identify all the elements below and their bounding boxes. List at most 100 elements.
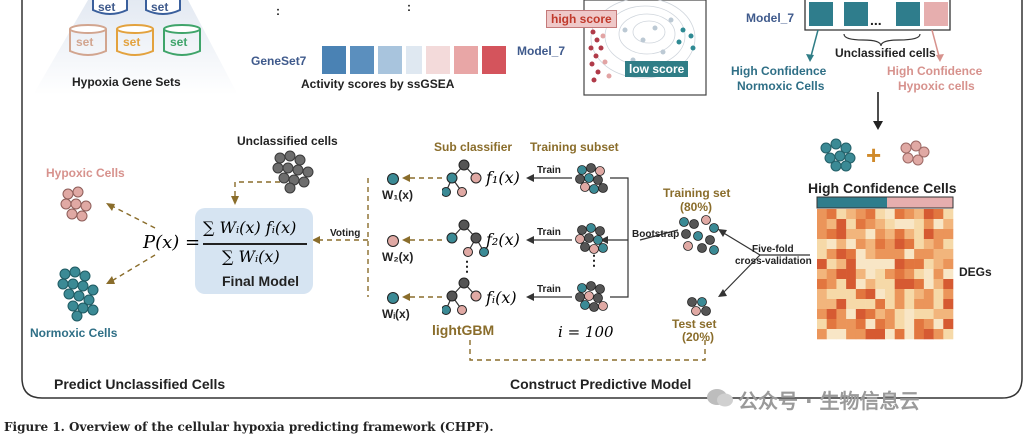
iterations-label: i = 100 bbox=[558, 323, 614, 341]
heatmap-cell bbox=[846, 309, 857, 320]
heatmap-cell bbox=[943, 289, 954, 300]
f2-label: f₂(x) bbox=[486, 230, 520, 249]
lightgbm-label: lightGBM bbox=[432, 322, 495, 338]
database-icon bbox=[69, 24, 107, 56]
heatmap-cell bbox=[817, 219, 828, 230]
heatmap-cell bbox=[865, 279, 876, 290]
training-set-cluster bbox=[679, 215, 719, 255]
heatmap-cell bbox=[885, 289, 896, 300]
formula-numerator: ∑ Wᵢ(x) fᵢ(x) bbox=[203, 218, 297, 237]
heatmap-cell bbox=[836, 269, 847, 280]
heatmap-cell bbox=[894, 259, 905, 270]
heatmap-cell bbox=[875, 299, 886, 310]
test-set-label-1: Test set bbox=[672, 317, 717, 331]
heatmap-cell bbox=[885, 299, 896, 310]
heatmap-cell bbox=[826, 319, 837, 330]
activity-score-cell bbox=[482, 46, 506, 74]
heatmap-cell bbox=[836, 329, 847, 340]
five-fold-label-2: cross-validation bbox=[735, 256, 812, 267]
heatmap-cell bbox=[875, 269, 886, 280]
heatmap-cell bbox=[836, 209, 847, 220]
training-subset-cluster-1 bbox=[575, 163, 608, 194]
heatmap-cell bbox=[817, 269, 828, 280]
voting-label: Voting bbox=[330, 228, 361, 239]
heatmap-cell bbox=[885, 309, 896, 320]
heatmap-cell bbox=[846, 219, 857, 230]
heatmap-cell bbox=[865, 269, 876, 280]
heatmap-cell bbox=[914, 289, 925, 300]
activity-score-cell bbox=[426, 46, 450, 74]
heatmap-cell bbox=[826, 219, 837, 230]
heatmap-cell bbox=[875, 259, 886, 270]
training-set-label-2: (80%) bbox=[680, 200, 713, 214]
train-label: Train bbox=[537, 227, 561, 238]
heatmap-cell bbox=[914, 279, 925, 290]
heatmap-cell bbox=[933, 289, 944, 300]
heatmap-cell bbox=[826, 259, 837, 270]
training-subset-label: Training subset bbox=[530, 140, 619, 154]
heatmap-cell bbox=[923, 309, 934, 320]
heatmap-cell bbox=[885, 239, 896, 250]
heatmap-cell bbox=[836, 229, 847, 240]
database-icon bbox=[163, 24, 201, 56]
heatmap-cell bbox=[855, 309, 866, 320]
heatmap-cell bbox=[875, 309, 886, 320]
formula-denominator: ∑ Wᵢ(x) bbox=[222, 247, 280, 266]
heatmap-cell bbox=[914, 259, 925, 270]
set-label: set bbox=[123, 35, 141, 49]
high-confidence-normoxic-line2: Normoxic Cells bbox=[737, 79, 825, 93]
train-label: Train bbox=[537, 165, 561, 176]
heatmap-cell bbox=[904, 279, 915, 290]
heatmap-cell bbox=[885, 209, 896, 220]
unclassified-cell-cluster bbox=[272, 150, 314, 194]
heatmap-cell bbox=[817, 309, 828, 320]
activity-score-cell bbox=[350, 46, 374, 74]
f1-label: f₁(x) bbox=[486, 168, 520, 187]
vote-node-i bbox=[387, 292, 399, 304]
heatmap-cell bbox=[923, 269, 934, 280]
heatmap-cell bbox=[933, 319, 944, 330]
unclassified-cells-input-label: Unclassified cells bbox=[237, 134, 338, 148]
heatmap-cell bbox=[846, 289, 857, 300]
activity-score-cell bbox=[406, 46, 422, 74]
heatmap-cell bbox=[904, 299, 915, 310]
heatmap-cell bbox=[836, 299, 847, 310]
heatmap-cell bbox=[817, 239, 828, 250]
deg-heatmap bbox=[816, 196, 954, 340]
heatmap-cell bbox=[865, 289, 876, 300]
heatmap-cell bbox=[904, 249, 915, 260]
gene-set-funnel bbox=[33, 0, 238, 95]
heatmap-cell bbox=[855, 229, 866, 240]
heatmap-cell bbox=[943, 259, 954, 270]
heatmap-cell bbox=[914, 219, 925, 230]
set-label: set bbox=[76, 35, 94, 49]
heatmap-cell bbox=[894, 269, 905, 280]
heatmap-cell bbox=[894, 299, 905, 310]
heatmap-cell bbox=[865, 329, 876, 340]
heatmap-cell bbox=[826, 239, 837, 250]
w2-label: W₂(x) bbox=[382, 250, 414, 264]
heatmap-cell bbox=[826, 269, 837, 280]
heatmap-cell bbox=[904, 219, 915, 230]
heatmap-cell bbox=[836, 259, 847, 270]
heatmap-cell bbox=[933, 259, 944, 270]
heatmap-cell bbox=[855, 289, 866, 300]
heatmap-cell bbox=[914, 249, 925, 260]
heatmap-cell bbox=[836, 249, 847, 260]
heatmap-cell bbox=[904, 259, 915, 270]
low-score-label: low score bbox=[625, 61, 689, 77]
heatmap-cell bbox=[875, 289, 886, 300]
training-set-label-1: Training set bbox=[663, 186, 731, 200]
heatmap-hypoxic-group-bar bbox=[887, 197, 953, 208]
heatmap-cell bbox=[836, 219, 847, 230]
activity-score-cell bbox=[454, 46, 478, 74]
heatmap-cell bbox=[875, 229, 886, 240]
hypoxic-cells-label: Hypoxic Cells bbox=[46, 166, 125, 180]
heatmap-cell bbox=[923, 209, 934, 220]
heatmap-cell bbox=[914, 229, 925, 240]
heatmap-cell bbox=[855, 319, 866, 330]
heatmap-cell bbox=[894, 319, 905, 330]
heatmap-cell bbox=[875, 249, 886, 260]
